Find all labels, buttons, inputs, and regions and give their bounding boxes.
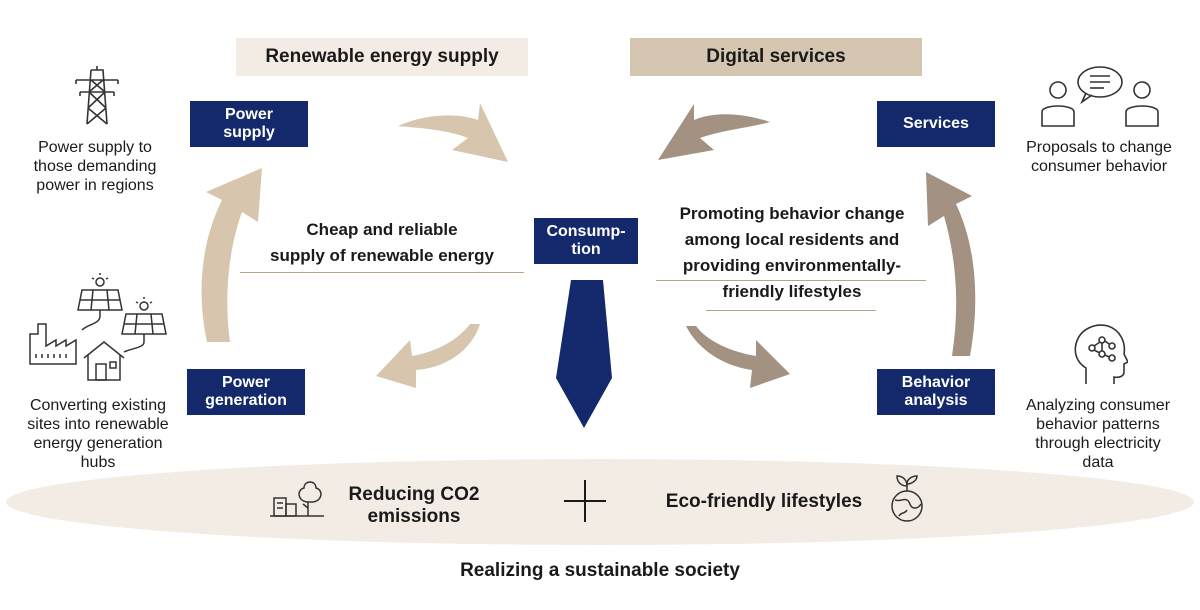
node-behavior-analysis: Behavior analysis — [877, 369, 995, 415]
header-renewable-energy-supply: Renewable energy supply — [236, 38, 528, 76]
plus-icon — [564, 480, 606, 522]
reducing-co2-text: Reducing CO2 emissions — [348, 484, 480, 527]
header-digital-services: Digital services — [630, 38, 922, 76]
center-left-text: Cheap and reliable supply of renewable e… — [270, 220, 494, 265]
node-services: Services — [877, 101, 995, 147]
footer-sustainable-society: Realizing a sustainable society — [460, 560, 740, 581]
desc-converting-sites: Converting existing sites into renewable… — [27, 397, 169, 471]
arrow-down-sustainable — [556, 280, 612, 428]
node-power-supply: Power supply — [190, 101, 308, 147]
center-right-underline-1 — [656, 280, 926, 281]
node-power-generation: Power generation — [187, 369, 305, 415]
globe-plant-icon — [887, 474, 927, 524]
people-speech-icon — [1038, 64, 1162, 128]
power-tower-icon — [72, 64, 122, 126]
solar-factory-icon — [28, 272, 170, 384]
head-network-icon — [1072, 322, 1128, 386]
center-right-underline-2 — [706, 310, 876, 311]
arrow-to-power-supply — [201, 168, 262, 342]
desc-analyzing: Analyzing consumer behavior patterns thr… — [1025, 397, 1171, 471]
desc-proposals: Proposals to change consumer behavior — [1026, 139, 1172, 175]
arrow-to-power-generation — [376, 324, 480, 388]
arrow-to-behavior-analysis — [686, 326, 790, 388]
center-right-text: Promoting behavior change among local re… — [679, 204, 905, 301]
center-left-underline — [240, 272, 524, 273]
eco-friendly-text: Eco-friendly lifestyles — [665, 491, 863, 512]
arrow-to-consumption — [398, 103, 508, 162]
arrow-from-services — [658, 104, 770, 160]
desc-power-supply: Power supply to those demanding power in… — [33, 139, 157, 194]
node-consumption: Consump- tion — [534, 218, 638, 264]
city-tree-icon — [268, 478, 326, 520]
arrow-to-services — [926, 172, 976, 356]
